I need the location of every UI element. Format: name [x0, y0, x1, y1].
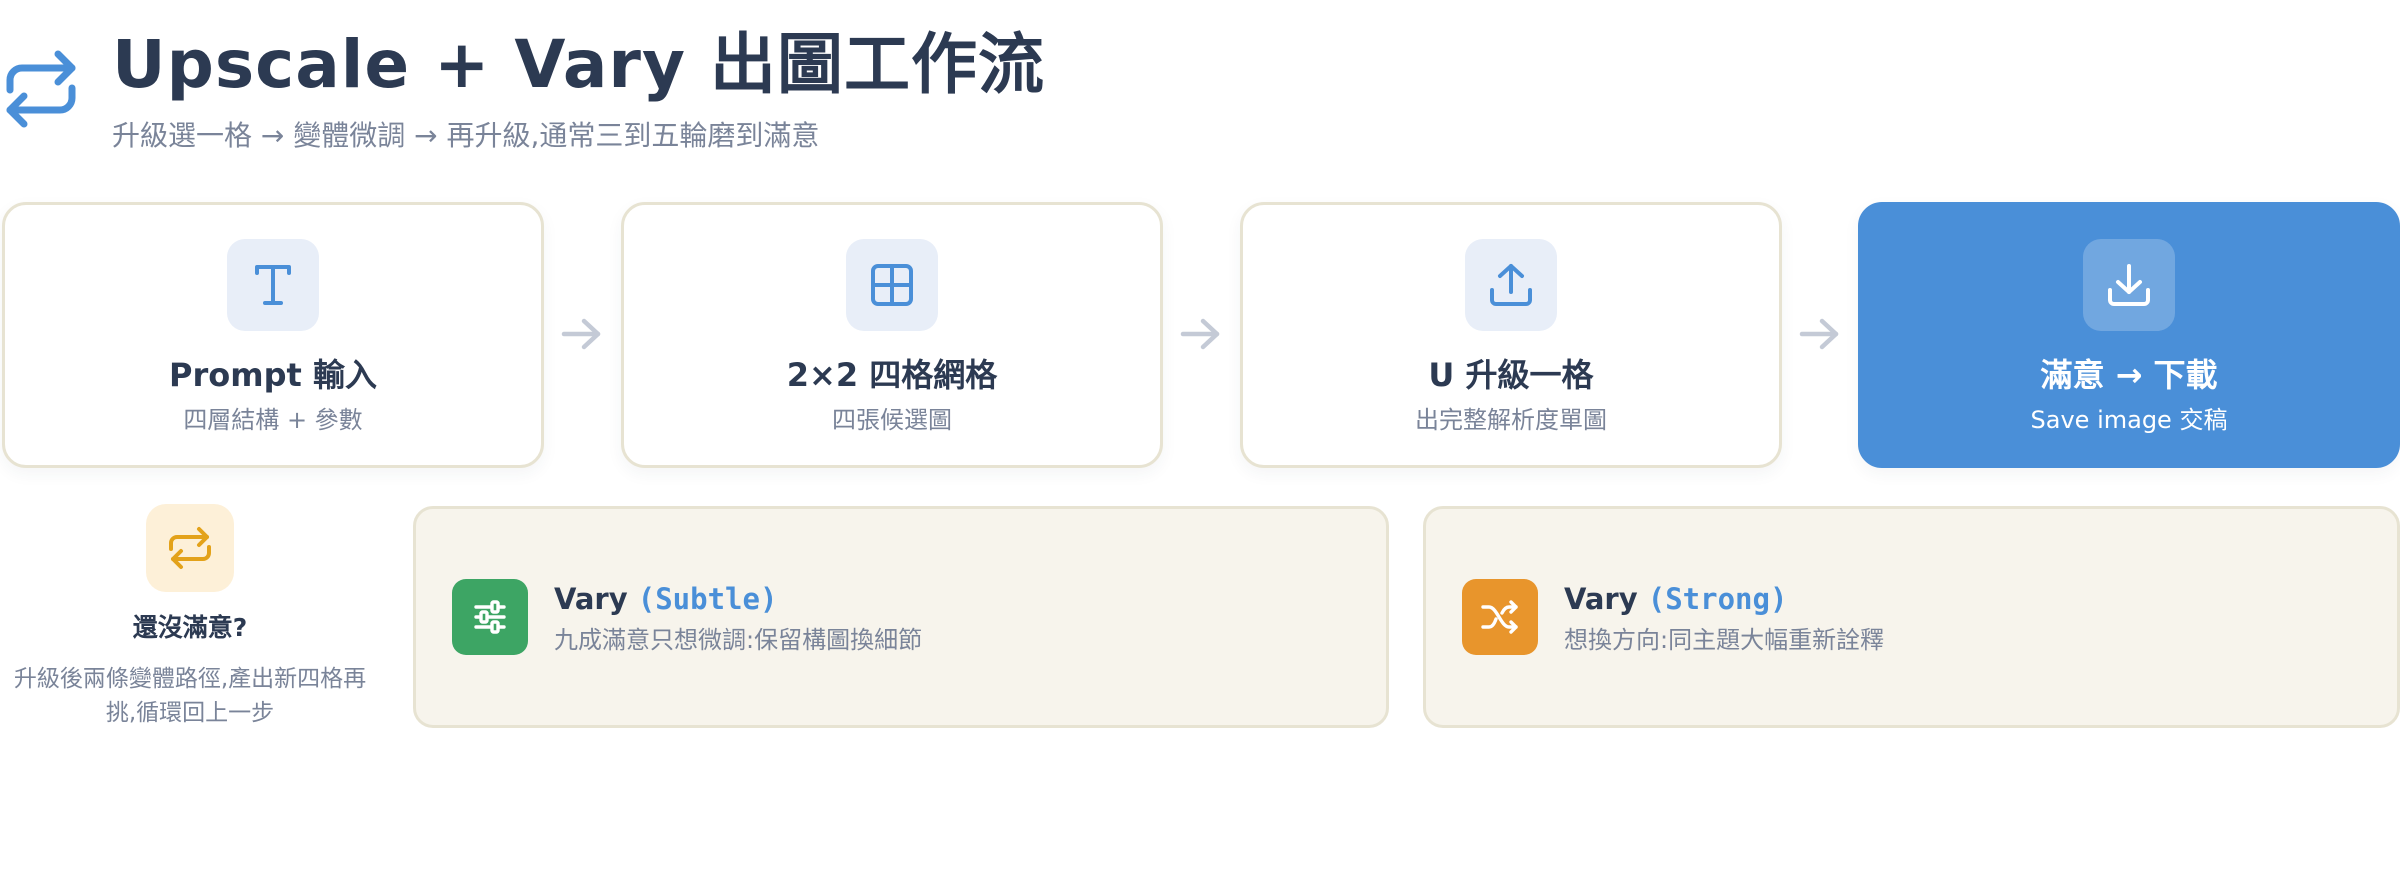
vary-mode: (Strong) [1647, 582, 1788, 616]
arrow-right-icon [1799, 318, 1839, 350]
loop-description: 升級後兩條變體路徑,產出新四格再挑,循環回上一步 [13, 666, 367, 726]
arrow-right-icon [561, 318, 601, 350]
step-title: 2×2 四格網格 [786, 356, 998, 394]
step-grid: 2×2 四格網格 四張候選圖 [621, 202, 1163, 468]
step-title: U 升級一格 [1428, 356, 1594, 394]
vary-title: Vary (Subtle) [554, 579, 777, 619]
download-icon [2083, 239, 2175, 331]
shuffle-icon [1462, 579, 1538, 655]
loop-title: 還沒滿意? [132, 613, 248, 642]
step-title: 滿意 → 下載 [2040, 356, 2218, 394]
step-title: Prompt 輸入 [169, 356, 377, 394]
arrow-right-icon [1180, 318, 1220, 350]
vary-mode: (Subtle) [637, 582, 778, 616]
step-subtitle: 四層結構 + 參數 [183, 406, 363, 434]
step-upscale: U 升級一格 出完整解析度單圖 [1240, 202, 1782, 468]
page-title: Upscale + Vary 出圖工作流 [112, 26, 1045, 103]
text-t-icon [227, 239, 319, 331]
vary-strong-card: Vary (Strong) 想換方向:同主題大幅重新詮釋 [1423, 506, 2400, 728]
upload-icon [1465, 239, 1557, 331]
step-prompt-input: Prompt 輸入 四層結構 + 參數 [2, 202, 544, 468]
page-subtitle: 升級選一格 → 變體微調 → 再升級,通常三到五輪磨到滿意 [112, 119, 820, 152]
vary-description: 九成滿意只想微調:保留構圖換細節 [554, 626, 923, 654]
step-download: 滿意 → 下載 Save image 交稿 [1858, 202, 2400, 468]
step-subtitle: 出完整解析度單圖 [1415, 406, 1607, 434]
sliders-icon [452, 579, 528, 655]
repeat-icon [146, 504, 234, 592]
vary-description: 想換方向:同主題大幅重新詮釋 [1564, 626, 1885, 654]
vary-label: Vary [1564, 582, 1638, 616]
step-subtitle: 四張候選圖 [832, 406, 952, 434]
vary-title: Vary (Strong) [1564, 579, 1787, 619]
vary-label: Vary [554, 582, 628, 616]
grid-icon [846, 239, 938, 331]
vary-subtle-card: Vary (Subtle) 九成滿意只想微調:保留構圖換細節 [413, 506, 1389, 728]
repeat-icon [6, 50, 76, 128]
step-subtitle: Save image 交稿 [2030, 406, 2228, 434]
